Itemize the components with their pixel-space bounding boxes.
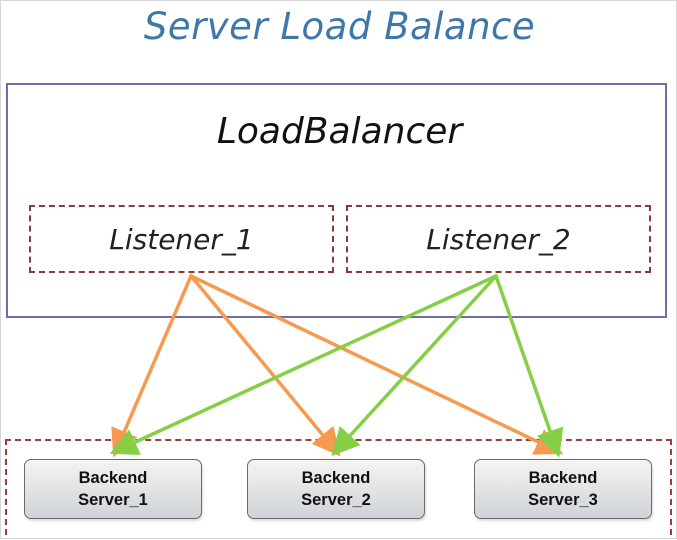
listener-2-label: Listener_2 [426, 222, 571, 256]
backend-server-3-line1: Backend [528, 469, 598, 487]
load-balancer-label: LoadBalancer [216, 111, 463, 152]
backend-server-1-line2: Server_1 [78, 491, 148, 509]
backend-server-3: Backend Server_3 [474, 459, 652, 519]
backend-server-2: Backend Server_2 [247, 459, 425, 519]
backend-server-3-line2: Server_3 [528, 491, 598, 509]
backend-server-1-line1: Backend [78, 469, 148, 487]
listener-1-label: Listener_1 [109, 222, 254, 256]
backend-server-2-line1: Backend [301, 469, 371, 487]
backend-server-2-line2: Server_2 [301, 491, 371, 509]
backend-server-1: Backend Server_1 [24, 459, 202, 519]
listener-1-box: Listener_1 [29, 205, 334, 273]
listener-2-box: Listener_2 [346, 205, 651, 273]
diagram-title: Server Load Balance [143, 5, 536, 48]
